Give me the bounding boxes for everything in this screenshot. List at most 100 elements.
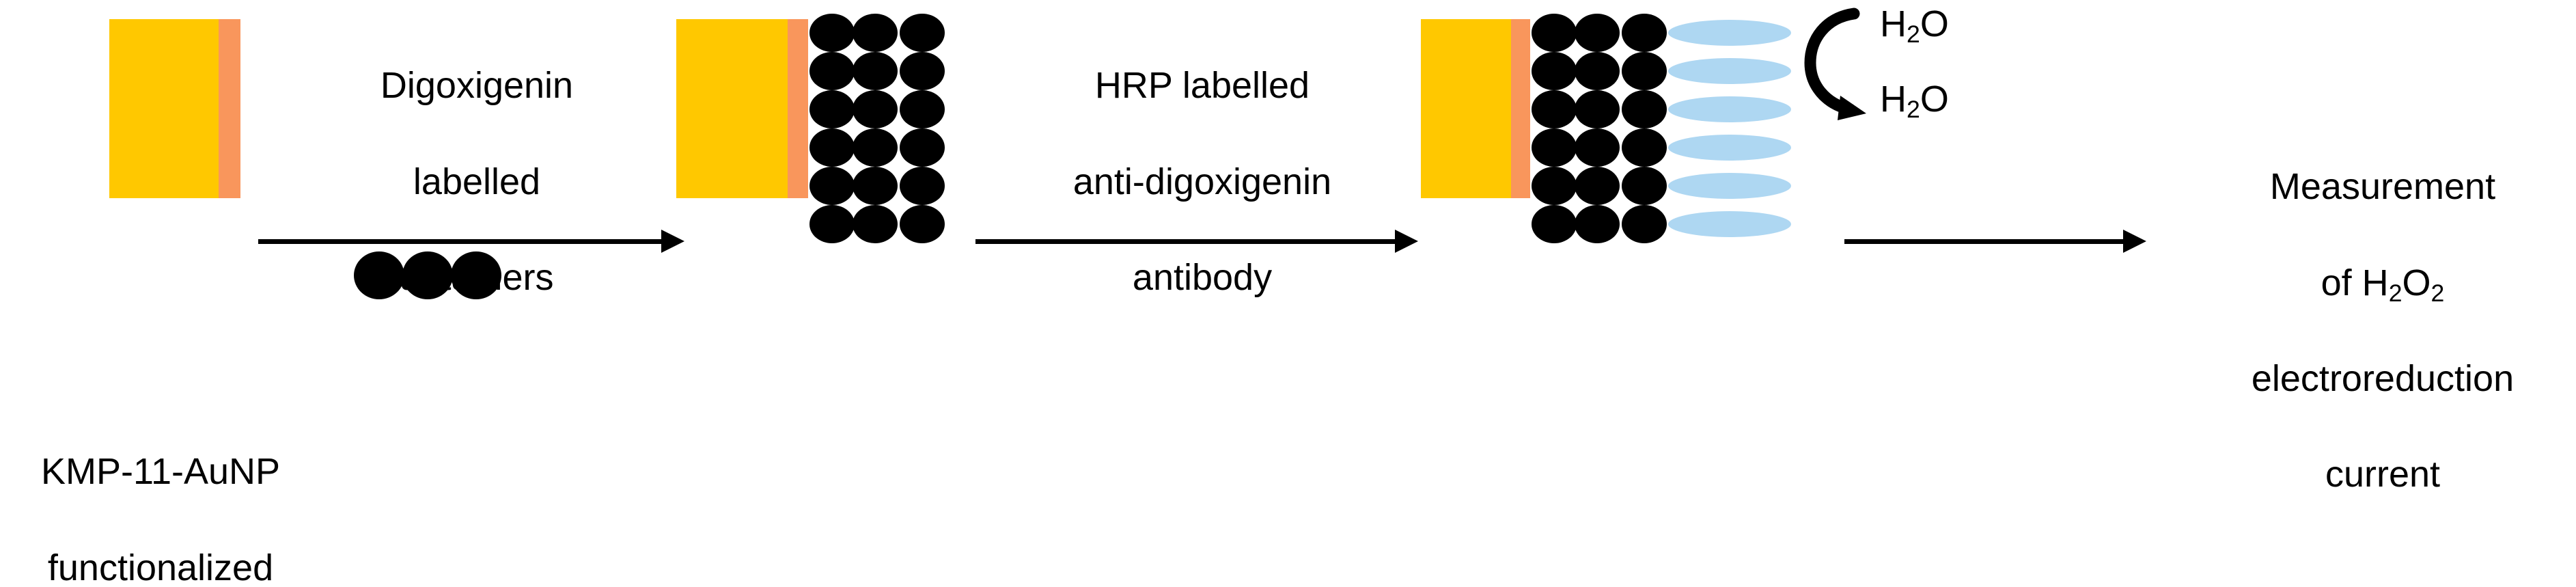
arrow-3-shaft bbox=[1844, 238, 2124, 244]
aptamer-dot bbox=[900, 128, 945, 167]
aptamer-dot bbox=[809, 52, 855, 90]
aptamer-hrp-row bbox=[1532, 205, 1791, 243]
aptamer-dot bbox=[900, 167, 945, 205]
aptamer-hrp-row bbox=[1532, 167, 1791, 205]
substrate-subscript: 2 bbox=[1907, 21, 1920, 49]
product-label-h2o: H2O bbox=[1880, 79, 1949, 124]
caption-step-1-line-1: KMP-11-AuNP bbox=[40, 451, 281, 493]
aptamer-dot bbox=[1622, 128, 1667, 167]
gold-electrode-layer-3 bbox=[1421, 19, 1511, 198]
hrp-enzyme-ellipse bbox=[1668, 173, 1791, 199]
result-h2o2-sub-1: 2 bbox=[2388, 279, 2402, 307]
substrate-label-h2o: H2O bbox=[1880, 3, 1949, 49]
aptamer-dot bbox=[1622, 167, 1667, 205]
aptamer-dot bbox=[1575, 167, 1620, 205]
aptamer-dot bbox=[853, 128, 898, 167]
aptamer-dot bbox=[1532, 90, 1577, 128]
aptamer-dot bbox=[1532, 167, 1577, 205]
reagent-aptamer-dots bbox=[354, 251, 501, 299]
aptamer-dot bbox=[853, 90, 898, 128]
aptamer-hrp-row bbox=[1532, 14, 1791, 52]
arrow-3 bbox=[1844, 228, 2146, 255]
arrow-2-label-line-3: antibody bbox=[1132, 256, 1273, 298]
result-line-1: Measurement bbox=[2269, 166, 2496, 208]
gold-electrode-layer-2 bbox=[676, 19, 788, 198]
caption-step-1: KMP-11-AuNP functionalized Au electrode bbox=[0, 400, 321, 587]
hrp-enzyme-ellipse bbox=[1668, 96, 1791, 122]
caption-step-1-line-2: functionalized bbox=[47, 547, 274, 587]
aptamer-dot bbox=[809, 90, 855, 128]
aptamer-dot bbox=[900, 52, 945, 90]
substrate-label-text: H2O bbox=[1880, 3, 1949, 49]
electrode-step-3 bbox=[1421, 19, 1530, 198]
arrow-3-head-icon bbox=[2123, 230, 2146, 253]
aptamer-dot bbox=[1532, 14, 1577, 52]
aptamer-dot bbox=[1622, 14, 1667, 52]
aptamer-dot bbox=[1575, 52, 1620, 90]
product-label-text: H2O bbox=[1880, 79, 1949, 124]
hrp-enzyme-ellipse bbox=[1668, 211, 1791, 237]
aptamer-hrp-row bbox=[1532, 52, 1791, 90]
aptamer-dot bbox=[402, 251, 453, 299]
aunp-functional-layer-2 bbox=[788, 19, 808, 198]
hrp-enzyme-ellipse bbox=[1668, 135, 1791, 161]
aptamer-dot bbox=[451, 251, 501, 299]
arrow-2-label: HRP labelled anti-digoxigenin antibody bbox=[991, 14, 1414, 349]
aptamer-dot bbox=[853, 205, 898, 243]
aptamer-dot bbox=[1622, 52, 1667, 90]
curved-reaction-arrow-icon bbox=[1801, 4, 1876, 120]
arrow-2-shaft bbox=[975, 238, 1396, 244]
aptamer-row bbox=[809, 128, 945, 167]
aptamer-dot bbox=[809, 14, 855, 52]
aptamer-hrp-row bbox=[1532, 128, 1791, 167]
result-line-2: of H2O2 bbox=[2321, 262, 2445, 307]
arrow-2-head-icon bbox=[1395, 230, 1418, 253]
electrode-step-1 bbox=[109, 19, 240, 198]
aptamer-dot bbox=[900, 90, 945, 128]
result-label: Measurement of H2O2 electroreduction cur… bbox=[2189, 115, 2576, 547]
hrp-enzyme-ellipse bbox=[1668, 20, 1791, 46]
aunp-functional-layer-3 bbox=[1511, 19, 1530, 198]
aptamer-dot bbox=[1532, 52, 1577, 90]
arrow-1-head-icon bbox=[661, 230, 684, 253]
aptamer-dot bbox=[1622, 90, 1667, 128]
arrow-1-label-line-1: Digoxigenin bbox=[380, 65, 574, 107]
aptamer-dot bbox=[900, 205, 945, 243]
aptamer-dot bbox=[1532, 128, 1577, 167]
aptamer-hrp-row bbox=[1532, 90, 1791, 128]
aptamer-dot bbox=[853, 167, 898, 205]
result-line-4: current bbox=[2325, 454, 2441, 495]
arrow-2-label-line-2: anti-digoxigenin bbox=[1072, 161, 1332, 202]
arrow-2-label-line-1: HRP labelled bbox=[1094, 65, 1310, 107]
arrow-1-shaft bbox=[258, 238, 662, 244]
aptamer-dot bbox=[1575, 205, 1620, 243]
arrow-1 bbox=[258, 228, 684, 255]
aptamer-row bbox=[809, 14, 945, 52]
aunp-functional-layer-1 bbox=[219, 19, 240, 198]
gold-electrode-layer-1 bbox=[109, 19, 219, 198]
arrow-2 bbox=[975, 228, 1418, 255]
aptamer-row bbox=[809, 167, 945, 205]
hrp-enzyme-ellipse bbox=[1668, 58, 1791, 84]
aptamer-dot bbox=[853, 14, 898, 52]
aptamer-row bbox=[809, 205, 945, 243]
aptamer-dot bbox=[1575, 90, 1620, 128]
product-subscript: 2 bbox=[1907, 96, 1920, 124]
arrow-1-label-line-2: labelled bbox=[413, 161, 541, 202]
aptamer-dot bbox=[1575, 128, 1620, 167]
aptamer-dot bbox=[809, 128, 855, 167]
aptamer-dot bbox=[809, 167, 855, 205]
aptamer-hrp-layer-step-3 bbox=[1532, 14, 1791, 243]
aptamer-dot bbox=[900, 14, 945, 52]
aptamer-row bbox=[809, 52, 945, 90]
aptamer-row bbox=[809, 90, 945, 128]
aptamer-dot bbox=[1622, 205, 1667, 243]
aptamer-dot bbox=[354, 251, 404, 299]
aptamer-layer-step-2 bbox=[809, 14, 945, 243]
aptamer-dot bbox=[1532, 205, 1577, 243]
aptamer-dot bbox=[1575, 14, 1620, 52]
aptamer-dot bbox=[853, 52, 898, 90]
aptamer-dot bbox=[809, 205, 855, 243]
result-h2o2-sub-2: 2 bbox=[2430, 279, 2445, 307]
